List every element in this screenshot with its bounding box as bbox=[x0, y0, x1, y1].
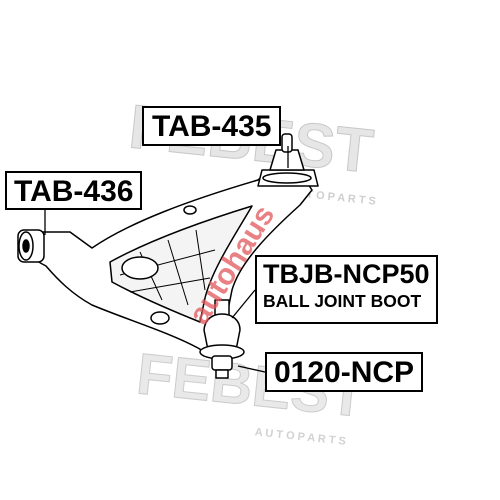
arm-grid-lines bbox=[119, 229, 216, 306]
leader-0120-ncp bbox=[237, 365, 266, 373]
callout-tab-436: TAB-436 bbox=[5, 171, 143, 210]
arm-inner-web bbox=[109, 205, 253, 323]
rear-bushing bbox=[257, 133, 319, 187]
part-description-tbjb-ncp50: BALL JOINT BOOT bbox=[263, 291, 422, 311]
front-bushing bbox=[17, 229, 45, 263]
part-number-tab-436: TAB-436 bbox=[14, 175, 134, 208]
callout-tab-435: TAB-435 bbox=[142, 106, 282, 146]
callout-0120-ncp: 0120-NCP bbox=[265, 352, 424, 392]
part-number-tbjb-ncp50: TBJB-NCP50 bbox=[263, 259, 430, 289]
part-number-0120-ncp: 0120-NCP bbox=[274, 356, 415, 389]
tagline-watermark-bottom: A U T O P A R T S bbox=[254, 426, 346, 447]
ball-joint bbox=[199, 299, 245, 379]
arm-hole-2 bbox=[150, 311, 170, 325]
arm-hole-1 bbox=[121, 256, 159, 280]
callout-tbjb-ncp50: TBJB-NCP50 BALL JOINT BOOT bbox=[255, 255, 438, 324]
part-number-tab-435: TAB-435 bbox=[152, 110, 272, 143]
control-arm bbox=[17, 133, 319, 379]
arm-hole-3 bbox=[183, 205, 197, 215]
leader-tbjb-ncp50 bbox=[231, 289, 256, 319]
